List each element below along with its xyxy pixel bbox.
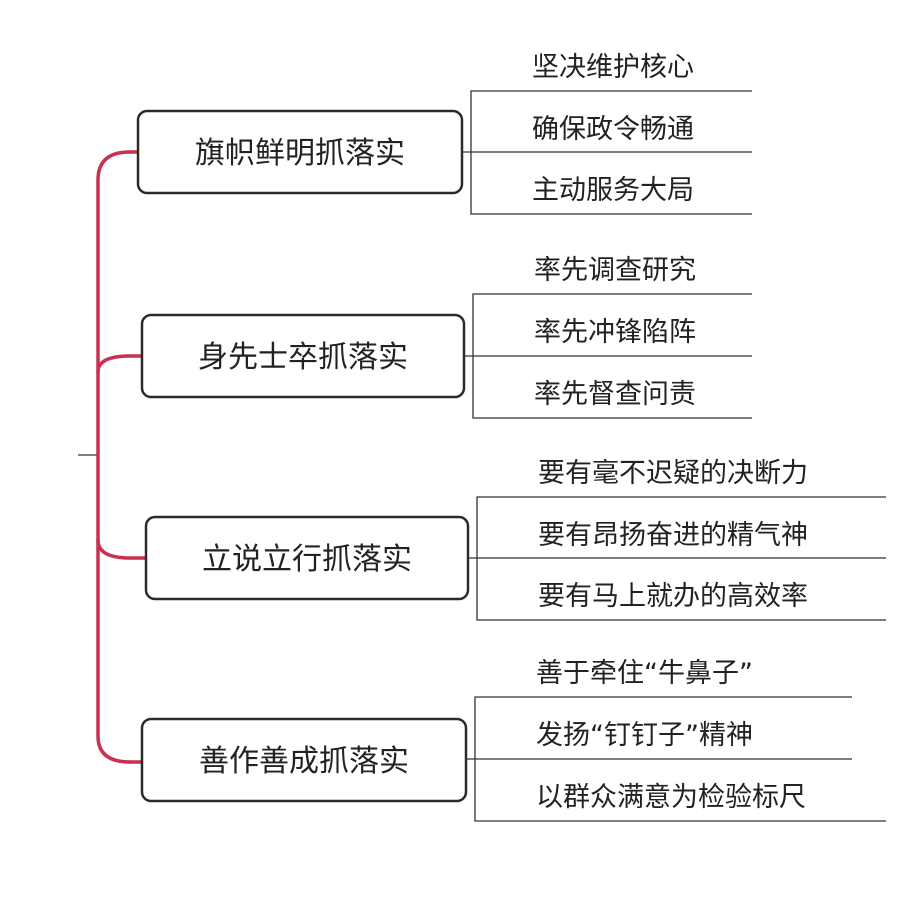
group-2: 身先士卒抓落实 率先调查研究 率先冲锋陷阵 率先督查问责 [140,255,752,419]
branch-item: 要有马上就办的高效率 [538,581,808,612]
group-label: 旗帜鲜明抓落实 [195,136,405,171]
group-label: 善作善成抓落实 [199,744,409,779]
group-box [140,717,468,803]
group-1: 旗帜鲜明抓落实 坚决维护核心 确保政令畅通 主动服务大局 [136,52,752,215]
bracket-arm-3 [96,538,148,560]
branch-item: 确保政令畅通 [532,114,694,145]
branch-item: 率先调查研究 [534,255,696,286]
branch-item: 主动服务大局 [532,175,694,206]
red-bracket [96,150,148,764]
bracket-arm-2 [96,354,144,374]
group-4: 善作善成抓落实 善于牵住“牛鼻子” 发扬“钉钉子”精神 以群众满意为检验标尺 [140,658,886,822]
bracket-spine [96,150,132,764]
branch-item: 善于牵住“牛鼻子” [536,658,753,689]
group-3: 立说立行抓落实 要有毫不迟疑的决断力 要有昂扬奋进的精气神 要有马上就办的高效率 [144,458,886,621]
branch-item: 要有毫不迟疑的决断力 [538,458,808,489]
branch-item: 以群众满意为检验标尺 [536,782,806,813]
branch-item: 要有昂扬奋进的精气神 [538,520,808,551]
branch-item: 发扬“钉钉子”精神 [536,720,753,751]
branch-item: 率先督查问责 [534,379,696,410]
group-label: 身先士卒抓落实 [198,340,408,375]
branch-item: 坚决维护核心 [532,52,694,83]
branch-item: 率先冲锋陷阵 [534,317,696,348]
group-label: 立说立行抓落实 [202,542,412,577]
